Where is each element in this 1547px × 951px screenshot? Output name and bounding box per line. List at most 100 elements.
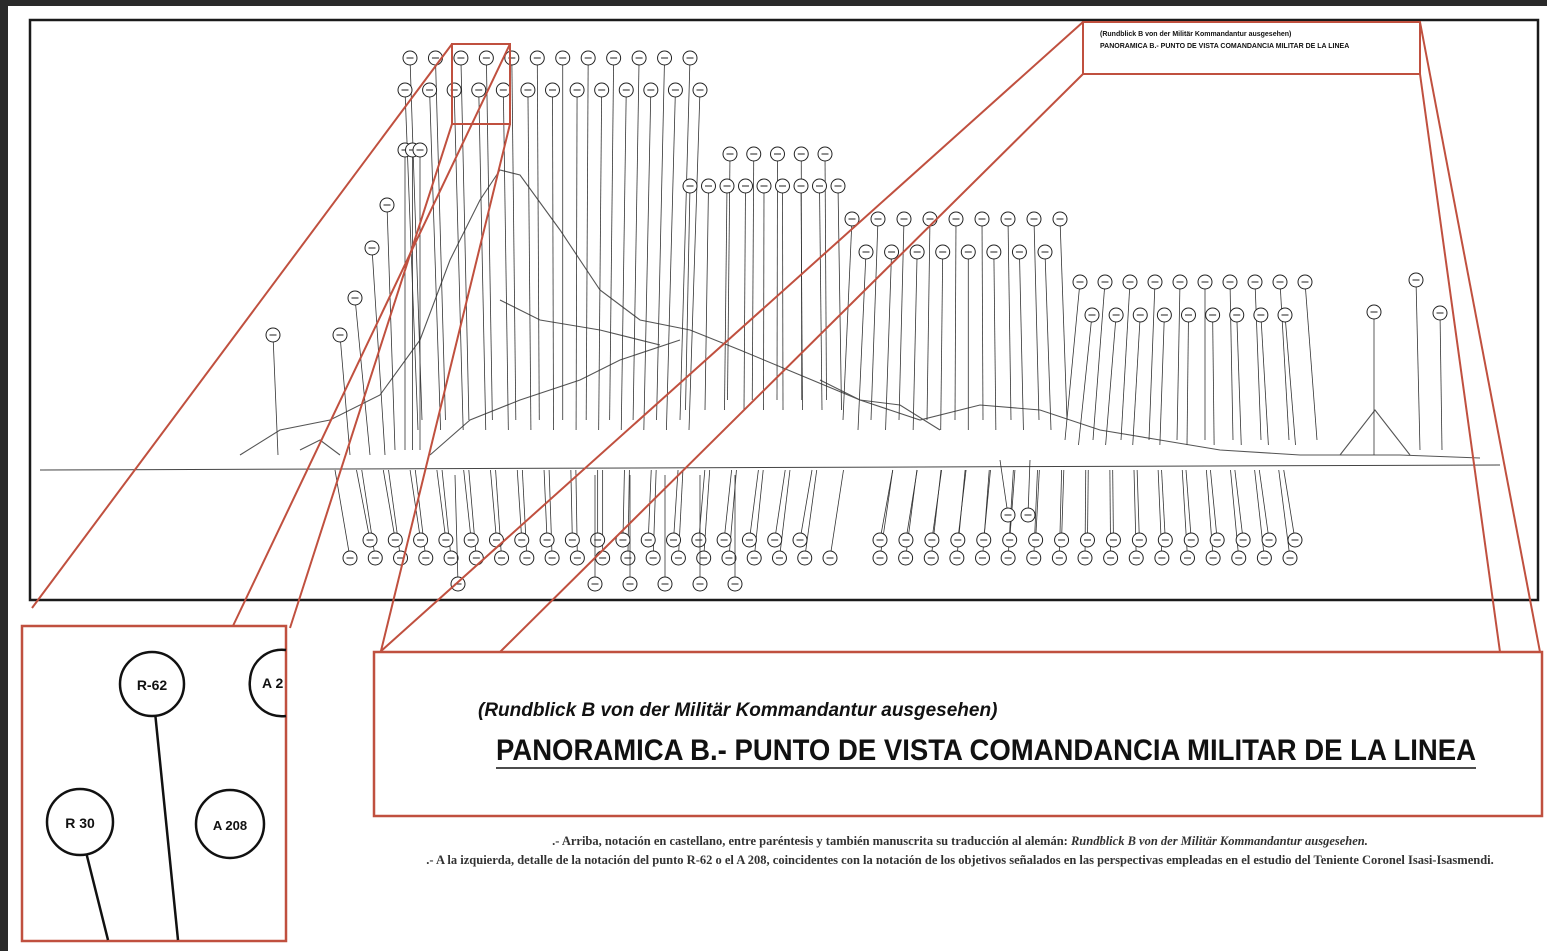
marker-leader-line bbox=[1112, 469, 1114, 541]
marker-leader-line bbox=[981, 218, 984, 421]
marker-leader-line bbox=[1415, 279, 1421, 451]
marker-leader-line bbox=[1105, 314, 1117, 446]
marker-leader-line bbox=[1092, 281, 1106, 441]
marker-leader-line bbox=[870, 218, 879, 421]
marker-leader-line bbox=[1064, 281, 1081, 441]
marker-leader-line bbox=[799, 469, 813, 541]
title-detail-panel bbox=[372, 650, 1544, 818]
marker-leader-line bbox=[905, 469, 918, 541]
title-detail-spanish: PANORAMICA B.- PUNTO DE VISTA COMANDANCI… bbox=[496, 734, 1476, 767]
title-block-box bbox=[1082, 21, 1421, 75]
marker-leader-line bbox=[429, 89, 441, 431]
title-block-line2: PANORAMICA B.- PUNTO DE VISTA COMANDANCI… bbox=[1100, 43, 1349, 50]
marker-leader-line bbox=[382, 469, 396, 541]
marker-leader-line bbox=[954, 218, 957, 421]
marker-r30-label: R 30 bbox=[65, 815, 95, 831]
marker-r62-label: R-62 bbox=[137, 677, 168, 693]
marker-leader-line bbox=[1027, 459, 1031, 516]
marker-leader-line bbox=[983, 469, 991, 541]
marker-leader-line bbox=[724, 185, 728, 411]
marker-leader-line bbox=[1044, 251, 1052, 431]
marker-leader-line bbox=[1009, 469, 1016, 541]
marker-leader-line bbox=[1007, 218, 1012, 421]
marker-leader-line bbox=[1176, 281, 1181, 441]
marker-leader-line bbox=[647, 469, 652, 541]
marker-leader-line bbox=[1087, 469, 1089, 541]
marker-leader-line bbox=[1078, 314, 1093, 446]
marker-leader-line bbox=[598, 89, 603, 431]
marker-leader-line bbox=[837, 185, 842, 411]
marker-leader-line bbox=[478, 89, 487, 431]
marker-leader-line bbox=[543, 469, 548, 541]
marker-leader-line bbox=[356, 469, 371, 541]
marker-leader-line bbox=[993, 251, 997, 431]
marker-leader-line bbox=[1260, 314, 1269, 446]
marker-leader-line bbox=[1229, 281, 1234, 441]
marker-leader-line bbox=[272, 334, 279, 456]
marker-leader-line bbox=[824, 153, 827, 401]
marker-leader-line bbox=[1254, 281, 1262, 441]
marker-leader-line bbox=[749, 469, 759, 541]
marker-leader-line bbox=[643, 89, 652, 431]
marker-a208-label: A 208 bbox=[213, 818, 247, 833]
marker-leader-line bbox=[516, 469, 523, 541]
marker-leader-line bbox=[857, 251, 867, 431]
marker-leader-line bbox=[485, 57, 493, 421]
marker-leader-line bbox=[453, 89, 464, 431]
title-detail-german: (Rundblick B von der Militär Kommandantu… bbox=[478, 700, 997, 721]
marker-leader-line bbox=[1136, 469, 1140, 541]
marker-leader-line bbox=[1061, 469, 1065, 541]
caption-line-2: .- A la izquierda, detalle de la notació… bbox=[426, 853, 1494, 867]
marker-detail-content: R-62 A 2 R 30 A 208 bbox=[45, 648, 287, 941]
marker-leader-line bbox=[666, 89, 676, 431]
marker-leader-line bbox=[1304, 281, 1318, 441]
marker-leader-line bbox=[1120, 281, 1131, 441]
marker-leader-line bbox=[829, 469, 844, 559]
marker-leader-line bbox=[999, 459, 1009, 516]
marker-zoom-source bbox=[451, 43, 511, 125]
marker-leader-line bbox=[1019, 251, 1024, 431]
caption-line-1: .- Arriba, notación en castellano, entre… bbox=[552, 834, 1368, 848]
marker-leader-line bbox=[1161, 469, 1166, 541]
marker-leader-line bbox=[743, 185, 746, 411]
marker-leader-line bbox=[490, 469, 497, 541]
marker-leader-line bbox=[575, 89, 578, 431]
marker-leader-line bbox=[804, 469, 818, 559]
marker-leader-line bbox=[609, 57, 615, 421]
zoom-lines-markers bbox=[31, 43, 511, 656]
marker-leader-line bbox=[1439, 312, 1443, 451]
marker-leader-line bbox=[1284, 314, 1296, 446]
marker-leader-line bbox=[1132, 314, 1141, 446]
marker-leader-line bbox=[685, 185, 691, 411]
marker-leader-line bbox=[435, 57, 446, 421]
marker-leader-line bbox=[1059, 218, 1068, 421]
marker-leader-line bbox=[620, 89, 627, 431]
marker-leader-line bbox=[1236, 314, 1242, 446]
zoom-lines-title bbox=[379, 21, 1541, 653]
marker-leader-line bbox=[656, 57, 665, 421]
marker-leader-line bbox=[1033, 218, 1040, 421]
marker-leader-line bbox=[339, 334, 351, 456]
marker-leader-line bbox=[1279, 281, 1290, 441]
target-markers bbox=[265, 50, 1448, 592]
panorama-frame bbox=[28, 18, 1540, 602]
marker-leader-line bbox=[673, 469, 679, 541]
marker-leader-line bbox=[704, 185, 709, 411]
marker-a2-partial-label: A 2 bbox=[262, 675, 283, 691]
marker-leader-line bbox=[1159, 314, 1165, 446]
marker-leader-line bbox=[879, 469, 894, 541]
marker-leader-line bbox=[511, 57, 517, 421]
marker-leader-line bbox=[763, 185, 765, 411]
marker-leader-line bbox=[800, 185, 803, 411]
marker-leader-line bbox=[622, 469, 625, 541]
marker-leader-line bbox=[527, 89, 532, 431]
horizon-line bbox=[39, 464, 1501, 471]
marker-leader-line bbox=[940, 251, 944, 431]
marker-leader-line bbox=[751, 153, 755, 401]
marker-leader-line bbox=[1212, 314, 1215, 446]
marker-leader-line bbox=[386, 204, 396, 451]
marker-leader-line bbox=[552, 89, 554, 431]
marker-leader-line bbox=[460, 57, 470, 421]
marker-leader-line bbox=[819, 185, 823, 411]
